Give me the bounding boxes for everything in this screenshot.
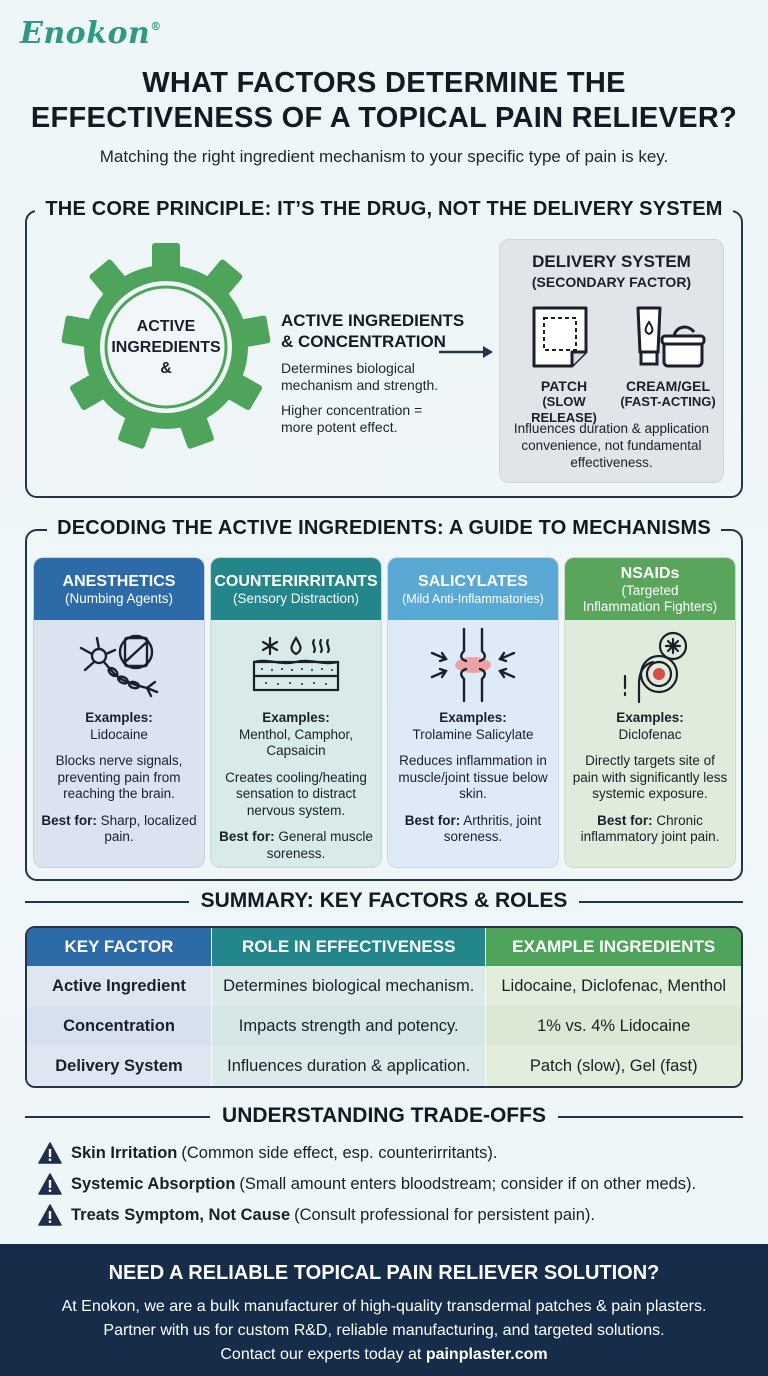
tradeoff-item: Treats Symptom, Not Cause(Consult profes… <box>38 1204 738 1226</box>
cream-gel-icon <box>636 306 706 368</box>
skin-sensation-icon <box>252 635 340 692</box>
table-row: Delivery System Influences duration & ap… <box>27 1046 741 1086</box>
gear-icon <box>61 243 271 449</box>
delivery-system-panel: DELIVERY SYSTEM (SECONDARY FACTOR) PATCH… <box>499 239 724 483</box>
card-nsaids: NSAIDs (Targeted Inflammation Fighters) <box>564 557 736 868</box>
target-pain-icon <box>623 631 688 704</box>
arrow-right-icon <box>439 346 493 358</box>
table-row: Concentration Impacts strength and poten… <box>27 1006 741 1046</box>
joint-inflammation-icon <box>430 627 516 703</box>
tradeoff-item: Skin Irritation(Common side effect, esp.… <box>38 1142 738 1164</box>
active-ingredients-block: ACTIVE INGREDIENTS & CONCENTRATION Deter… <box>281 311 465 435</box>
warning-icon <box>38 1204 62 1226</box>
brand-logo[interactable]: Enokon® <box>20 16 162 51</box>
website-link[interactable]: painplaster.com <box>425 1346 548 1363</box>
warning-icon <box>38 1142 62 1164</box>
card-counterirritants: COUNTERIRRITANTS (Sensory Distraction) <box>210 557 382 868</box>
core-principle-title: THE CORE PRINCIPLE: IT’S THE DRUG, NOT T… <box>35 198 733 220</box>
page-title: WHAT FACTORS DETERMINE THE EFFECTIVENESS… <box>30 67 738 134</box>
nerve-block-icon <box>79 634 159 698</box>
mechanisms-section: DECODING THE ACTIVE INGREDIENTS: A GUIDE… <box>25 517 743 881</box>
table-row: Active Ingredient Determines biological … <box>27 966 741 1006</box>
mechanisms-title: DECODING THE ACTIVE INGREDIENTS: A GUIDE… <box>47 517 721 539</box>
summary-table: KEY FACTOR ROLE IN EFFECTIVENESS EXAMPLE… <box>25 926 743 1088</box>
card-anesthetics: ANESTHETICS (Numbing Agents) <box>33 557 205 868</box>
footer-cta: NEED A RELIABLE TOPICAL PAIN RELIEVER SO… <box>0 1244 768 1376</box>
footer-title: NEED A RELIABLE TOPICAL PAIN RELIEVER SO… <box>108 1262 660 1284</box>
tradeoffs-heading: UNDERSTANDING TRADE-OFFS <box>25 1104 743 1128</box>
tradeoff-item: Systemic Absorption(Small amount enters … <box>38 1173 738 1195</box>
patch-icon <box>532 306 588 368</box>
card-salicylates: SALICYLATES (Mild Anti-Inflammatories) <box>387 557 559 868</box>
gear-graphic: ACTIVE INGREDIENTS & <box>61 242 271 452</box>
summary-heading: SUMMARY: KEY FACTORS & ROLES <box>25 889 743 913</box>
core-principle-section: THE CORE PRINCIPLE: IT’S THE DRUG, NOT T… <box>25 198 743 498</box>
page-subtitle: Matching the right ingredient mechanism … <box>99 147 669 166</box>
table-header-row: KEY FACTOR ROLE IN EFFECTIVENESS EXAMPLE… <box>27 928 741 966</box>
warning-icon <box>38 1173 62 1195</box>
